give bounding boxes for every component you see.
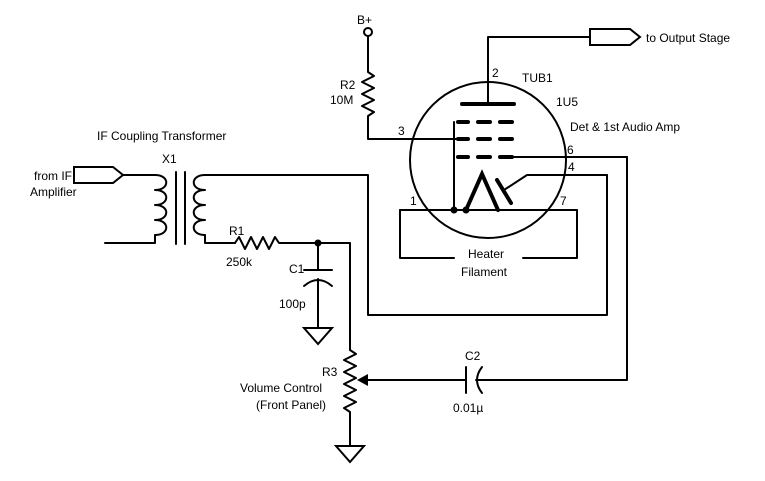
- from-if-label-line2: Amplifier: [30, 185, 77, 199]
- pin2-label: 2: [492, 66, 499, 80]
- heater-label-line1: Heater: [468, 247, 504, 261]
- transformer-primary-winding: [154, 174, 168, 236]
- pin1-label: 1: [410, 194, 417, 208]
- pin6-label: 6: [567, 143, 574, 157]
- heater-loop: [399, 209, 455, 259]
- tube-type-label: 1U5: [556, 95, 578, 109]
- transformer-secondary-top-wire: [204, 174, 608, 316]
- c1-name-label: C1: [289, 262, 305, 276]
- pin7-label: 7: [560, 194, 567, 208]
- c1-ground-symbol: [301, 327, 335, 346]
- diode-plate: [495, 178, 513, 205]
- junction-dot-filament-left: [462, 206, 470, 214]
- r2-name-label: R2: [340, 78, 356, 92]
- r1-name-label: R1: [229, 224, 245, 238]
- output-connector: [589, 28, 642, 46]
- tube-filament: [464, 169, 500, 212]
- to-output-label: to Output Stage: [646, 31, 730, 45]
- c2-name-label: C2: [465, 349, 481, 363]
- from-if-label-line1: from IF: [34, 169, 72, 183]
- from-if-connector: [73, 166, 125, 184]
- r3-label-line2: (Front Panel): [256, 398, 326, 412]
- r3-ground-symbol: [333, 445, 367, 464]
- b-plus-terminal: B+: [357, 13, 373, 37]
- r3-label-line1: Volume Control: [240, 381, 322, 395]
- transformer-secondary-bottom-wire: [204, 234, 236, 244]
- r3-wiper-arrow: [357, 374, 368, 386]
- junction-dot-pin1: [450, 206, 458, 214]
- transformer-title: IF Coupling Transformer: [97, 129, 226, 143]
- r1-to-r3-wire: [317, 242, 351, 351]
- tube-name-label: TUB1: [522, 71, 553, 85]
- r3-potentiometer: [343, 349, 357, 447]
- c2-value-label: 0.01µ: [453, 401, 483, 415]
- heater-loop-right: [522, 209, 578, 259]
- r2-resistor: [361, 35, 438, 140]
- transformer-secondary-winding: [192, 174, 206, 236]
- tube-grids: [456, 120, 514, 159]
- x1-label: X1: [162, 152, 177, 166]
- pin3-label: 3: [398, 124, 405, 138]
- plate-lead-wire: [487, 36, 591, 103]
- tube-desc-label: Det & 1st Audio Amp: [570, 120, 680, 134]
- c1-value-label: 100p: [279, 297, 306, 311]
- tube-envelope: [409, 81, 567, 239]
- b-plus-label: B+: [357, 13, 372, 27]
- c2-right-wire: [475, 156, 628, 381]
- r1-value-label: 250k: [226, 255, 253, 269]
- r3-name-label: R3: [322, 365, 338, 379]
- pin4-internal-lead: [503, 174, 608, 191]
- transformer-primary-lead-bottom: [104, 234, 156, 244]
- heater-label-line2: Filament: [461, 265, 508, 279]
- r2-value-label: 10M: [330, 93, 353, 107]
- pin4-label: 4: [568, 160, 575, 174]
- r1-resistor: [234, 236, 319, 250]
